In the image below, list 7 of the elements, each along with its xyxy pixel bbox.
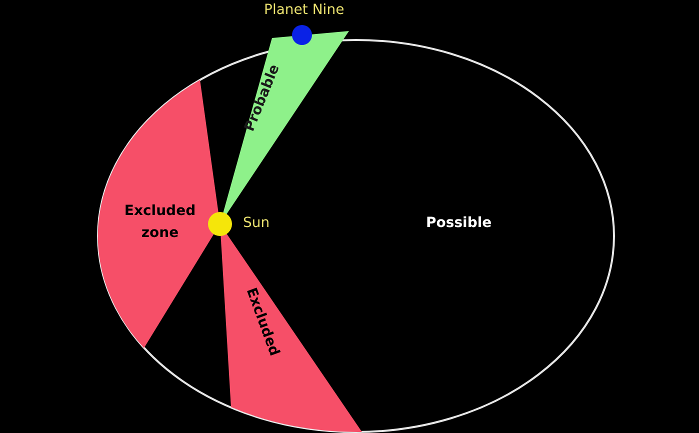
region-label: Possible xyxy=(426,215,492,231)
sun-label: Sun xyxy=(243,215,270,231)
sun-circle xyxy=(208,212,232,236)
planet-circle xyxy=(292,25,312,45)
region-label: Excluded zone xyxy=(123,202,197,243)
excluded-zone-wedge xyxy=(98,80,220,348)
body-label: Planet Nine xyxy=(264,2,344,18)
